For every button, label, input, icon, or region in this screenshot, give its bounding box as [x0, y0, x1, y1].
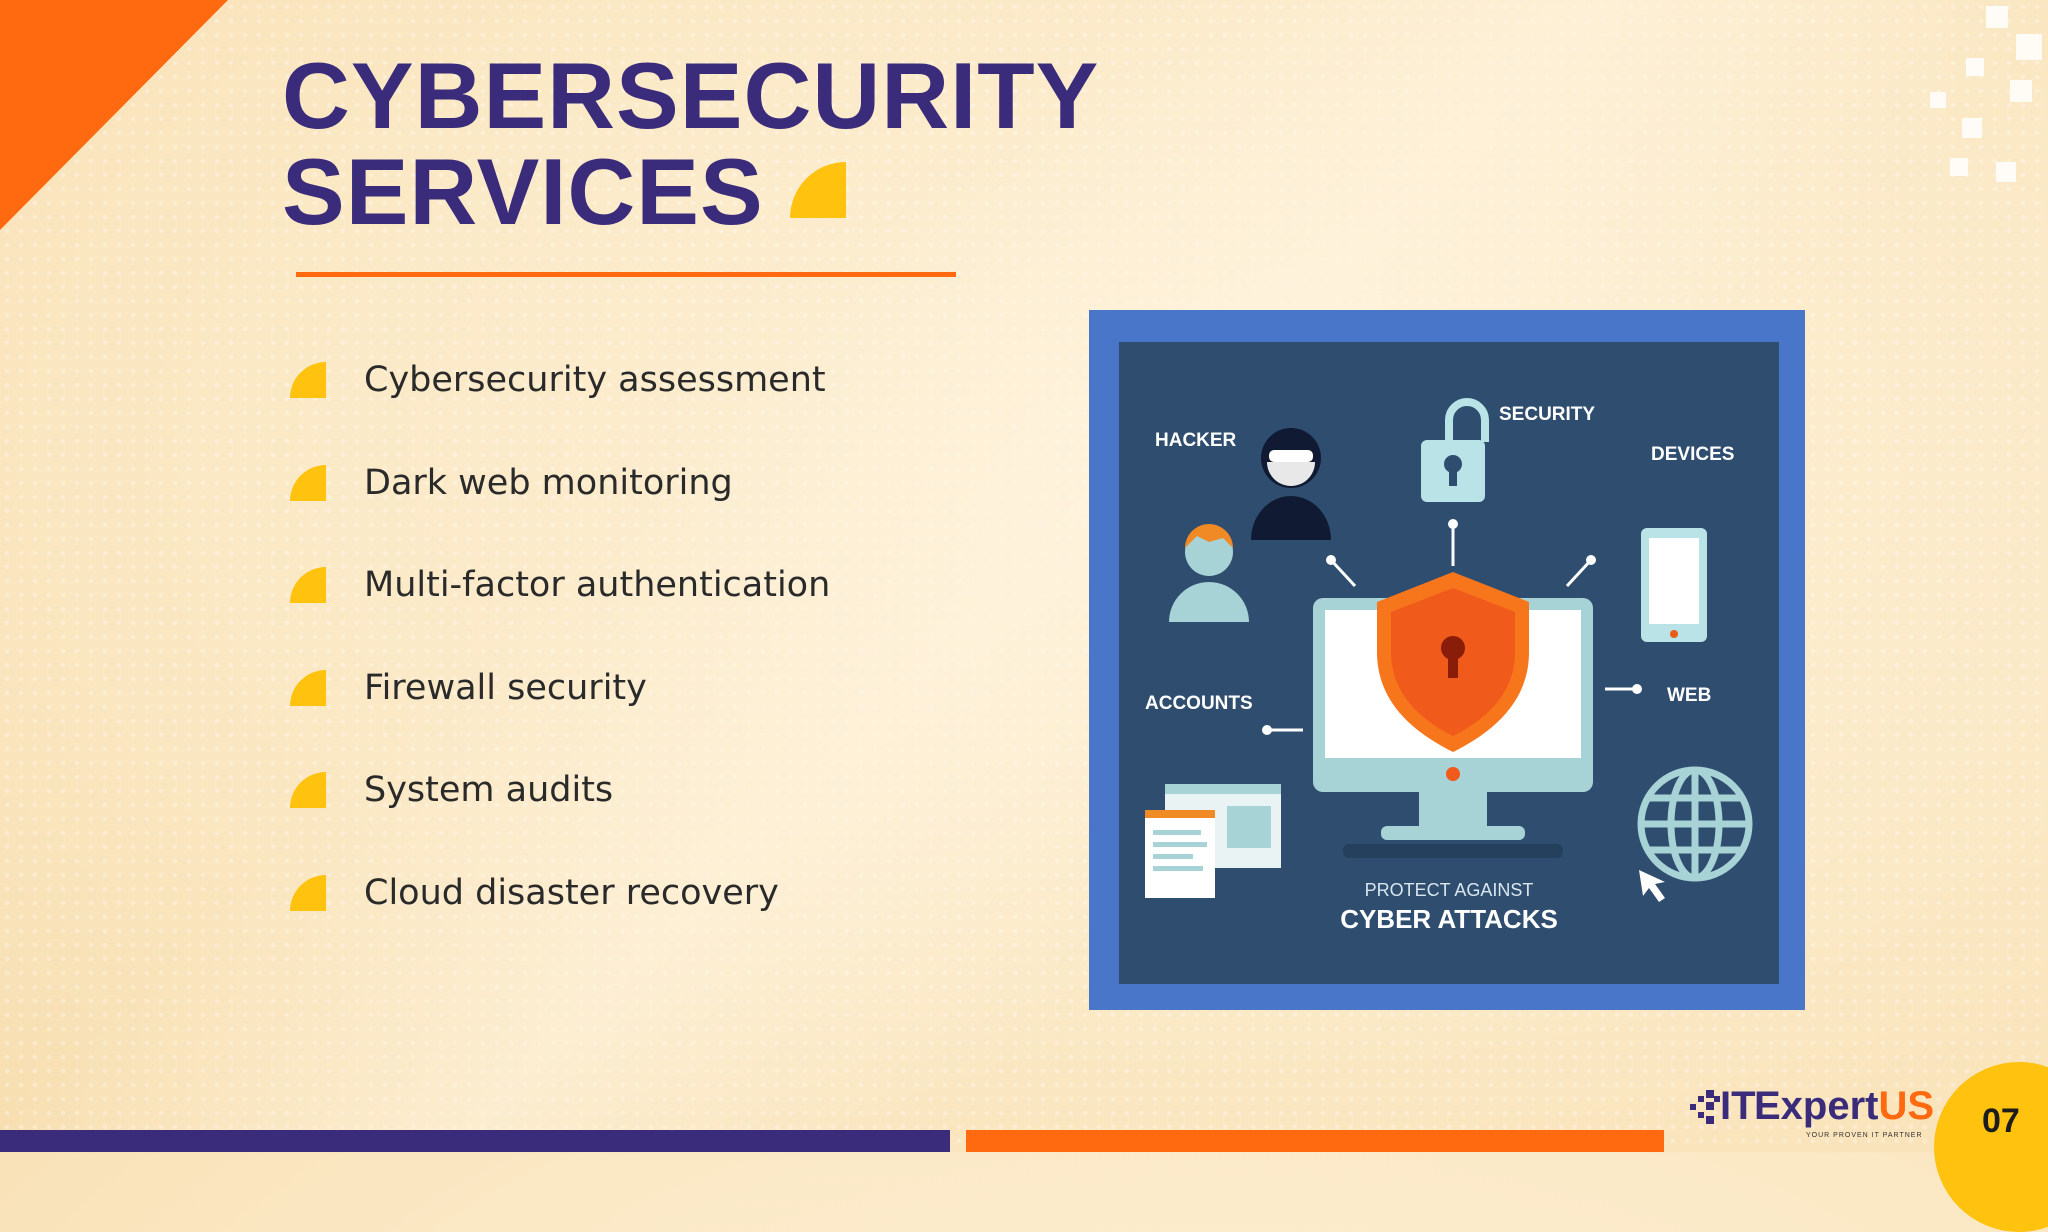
footer-bar-blue	[0, 1130, 950, 1152]
logo-it-text: IT	[1720, 1084, 1756, 1128]
shield-icon	[1377, 572, 1529, 752]
square-decoration	[2010, 80, 2032, 102]
label-hacker: HACKER	[1155, 430, 1237, 451]
bullet-icon	[290, 567, 326, 603]
logo-us-text: US	[1878, 1084, 1935, 1128]
title-underline	[296, 272, 956, 277]
bullet-icon	[290, 772, 326, 808]
connector-lines	[1267, 524, 1637, 732]
label-accounts: ACCOUNTS	[1145, 693, 1253, 714]
list-item: System audits	[290, 748, 830, 851]
list-item-label: Cybersecurity assessment	[364, 360, 826, 400]
logo-tagline: YOUR PROVEN IT PARTNER	[1806, 1132, 1923, 1139]
list-item: Dark web monitoring	[290, 441, 830, 544]
square-decoration	[2016, 34, 2042, 60]
title-line-2: SERVICES	[282, 139, 764, 244]
bullet-icon	[290, 362, 326, 398]
label-web: WEB	[1667, 685, 1711, 706]
cyber-illustration-svg: HACKER SECURITY DEVICES ACCOUNTS WEB	[1145, 398, 1753, 934]
list-item-label: Firewall security	[364, 667, 647, 708]
services-list: Cybersecurity assessment Dark web monito…	[290, 338, 830, 953]
footer-bar-orange	[966, 1130, 1664, 1152]
square-decoration	[1962, 118, 1982, 138]
itexpertus-logo: IT ExpertUS YOUR PROVEN IT PARTNER	[1690, 1080, 1934, 1144]
list-item: Firewall security	[290, 646, 830, 749]
logo-wordmark: ExpertUS	[1754, 1084, 1934, 1129]
cyber-illustration-frame: HACKER SECURITY DEVICES ACCOUNTS WEB	[1089, 310, 1805, 1010]
label-protect-against: PROTECT AGAINST	[1365, 880, 1534, 900]
list-item: Multi-factor authentication	[290, 543, 830, 646]
phone-icon	[1641, 528, 1707, 642]
connector-dots	[1262, 519, 1642, 735]
globe-icon	[1637, 766, 1753, 882]
square-decoration	[1930, 92, 1946, 108]
list-item-label: Cloud disaster recovery	[364, 872, 779, 913]
square-decoration	[1996, 162, 2016, 182]
square-decoration	[1966, 58, 1984, 76]
list-item: Cybersecurity assessment	[290, 338, 830, 441]
list-item-label: Dark web monitoring	[364, 462, 733, 503]
label-devices: DEVICES	[1651, 444, 1734, 465]
page-title: CYBERSECURITY SERVICES	[282, 48, 1099, 240]
label-security: SECURITY	[1499, 404, 1595, 425]
title-line-1: CYBERSECURITY	[282, 43, 1100, 148]
list-item-label: Multi-factor authentication	[364, 565, 831, 605]
page-number: 07	[1982, 1102, 2020, 1140]
bullet-icon	[290, 464, 326, 501]
cursor-icon	[1639, 870, 1665, 902]
bullet-icon	[290, 874, 326, 911]
square-decoration	[1950, 158, 1968, 176]
logo-pixel-icon	[1690, 1090, 1720, 1124]
list-item: Cloud disaster recovery	[290, 851, 830, 954]
corner-triangle-decoration	[0, 0, 228, 230]
cyber-illustration: HACKER SECURITY DEVICES ACCOUNTS WEB	[1119, 342, 1779, 984]
label-cyber-attacks: CYBER ATTACKS	[1340, 904, 1558, 934]
logo-expert-text: Expert	[1754, 1084, 1879, 1128]
hacker-icon	[1251, 428, 1331, 540]
web-page-icon	[1145, 784, 1281, 898]
padlock-icon	[1421, 398, 1489, 502]
user-icon	[1169, 524, 1249, 622]
bullet-icon	[290, 669, 326, 706]
list-item-label: System audits	[364, 770, 614, 810]
square-decoration	[1986, 6, 2008, 28]
